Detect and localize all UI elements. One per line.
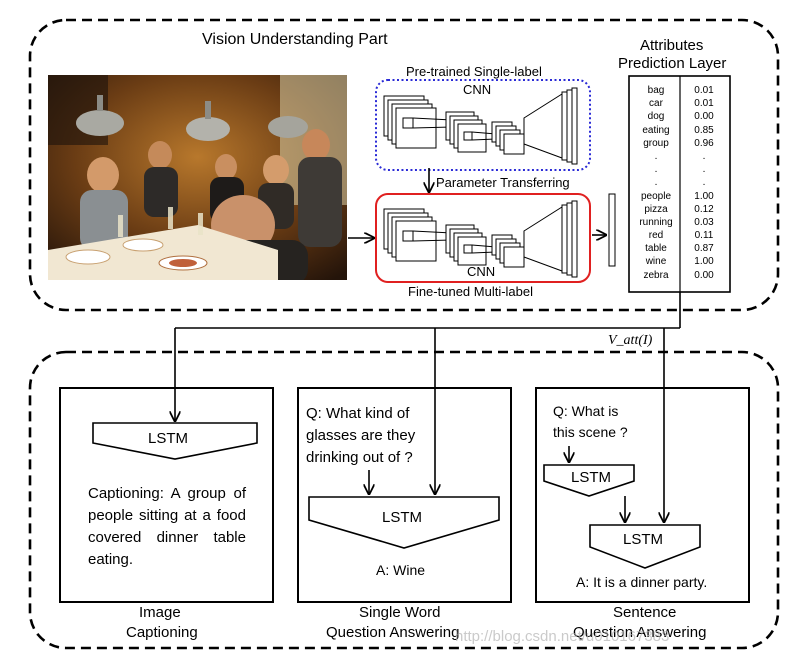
pretrained-cnn-label: CNN xyxy=(463,82,492,97)
attr-label: eating xyxy=(642,124,670,136)
attr-label: zebra xyxy=(643,269,669,281)
attr-label: red xyxy=(648,230,664,242)
attr-value: 0.01 xyxy=(694,85,714,96)
pretrained-cnn-layers xyxy=(383,87,578,165)
single-word-lstm-label: LSTM xyxy=(382,509,423,526)
pretrained-cnn-box xyxy=(375,79,591,171)
attr-label: car xyxy=(649,98,663,110)
attr-label: . xyxy=(654,164,658,176)
attributes-title-line1: Attributes xyxy=(640,37,704,54)
single-word-caption-line1: Single Word xyxy=(359,604,441,621)
attr-value: 0.85 xyxy=(694,124,714,136)
attr-label: dog xyxy=(647,111,665,123)
sentence-lstm2-label: LSTM xyxy=(623,531,664,548)
attr-value: . xyxy=(702,150,706,162)
attr-label: group xyxy=(643,137,669,149)
finetuned-label: Fine-tuned Multi-label xyxy=(408,284,534,299)
single-word-question: Q: What kind of glasses are they drinkin… xyxy=(306,405,416,466)
finetuned-cnn-label: CNN xyxy=(467,264,496,279)
finetuned-cnn-box xyxy=(375,193,591,283)
sentence-lstm2-shape xyxy=(589,524,701,569)
sentence-answer: A: It is a dinner party. xyxy=(576,574,708,590)
vision-region xyxy=(28,18,780,312)
attr-value: 0.96 xyxy=(694,137,714,149)
pretrained-label: Pre-trained Single-label xyxy=(406,64,542,79)
attr-value: 0.03 xyxy=(694,216,714,228)
single-word-caption-line2: Question Answering xyxy=(326,624,460,641)
attr-label: pizza xyxy=(644,203,668,215)
attr-vector-bar xyxy=(608,193,616,267)
attr-label: wine xyxy=(645,256,667,268)
sentence-lstm1-shape xyxy=(543,464,635,497)
vatt-label: V_att(I) xyxy=(608,333,653,348)
attr-label: . xyxy=(654,150,658,162)
captioning-box xyxy=(59,387,274,603)
transfer-label: Parameter Transferring xyxy=(436,175,570,190)
attr-label: running xyxy=(639,216,673,228)
attribute-labels: bag car dog eating group . . . people pi… xyxy=(634,84,678,282)
captioning-lstm-shape xyxy=(92,422,258,460)
attr-value: . xyxy=(702,164,706,176)
attr-label: people xyxy=(640,190,672,202)
vision-section-title: Vision Understanding Part xyxy=(202,31,388,48)
attr-value: 0.01 xyxy=(694,98,714,110)
captioning-caption-line1: Image xyxy=(139,604,181,621)
attr-label: . xyxy=(654,177,658,189)
sentence-lstm1-label: LSTM xyxy=(571,469,612,486)
attr-value: 1.00 xyxy=(694,190,714,202)
dinner-photo xyxy=(48,75,347,280)
tasks-region xyxy=(28,350,780,650)
sentence-question: Q: What is this scene ? xyxy=(553,403,628,440)
captioning-text: Captioning: A group of people sitting at… xyxy=(88,485,246,568)
watermark: http://blog.csdn.net/u010167383 xyxy=(455,628,670,645)
attr-value: 0.11 xyxy=(694,230,714,242)
attr-value: 1.00 xyxy=(694,256,714,268)
attr-value: 0.00 xyxy=(694,269,714,281)
captioning-caption-line2: Captioning xyxy=(126,624,198,641)
attr-label: bag xyxy=(647,85,665,96)
captioning-lstm-label: LSTM xyxy=(148,430,189,447)
attr-value: 0.00 xyxy=(694,111,714,123)
attr-label: table xyxy=(645,243,667,255)
single-word-answer: A: Wine xyxy=(376,562,426,578)
attr-value: 0.12 xyxy=(694,203,714,215)
single-word-box xyxy=(297,387,512,603)
attributes-title-line2: Prediction Layer xyxy=(618,55,727,72)
single-word-lstm-shape xyxy=(308,496,500,549)
attr-value: . xyxy=(702,177,706,189)
attribute-values: 0.01 0.01 0.00 0.85 0.96 . . . 1.00 0.12… xyxy=(684,84,724,282)
sentence-caption-line1: Sentence xyxy=(613,604,677,621)
sentence-box xyxy=(535,387,750,603)
sentence-caption-line2: Question Answering xyxy=(573,624,707,641)
attr-value: 0.87 xyxy=(694,243,714,255)
